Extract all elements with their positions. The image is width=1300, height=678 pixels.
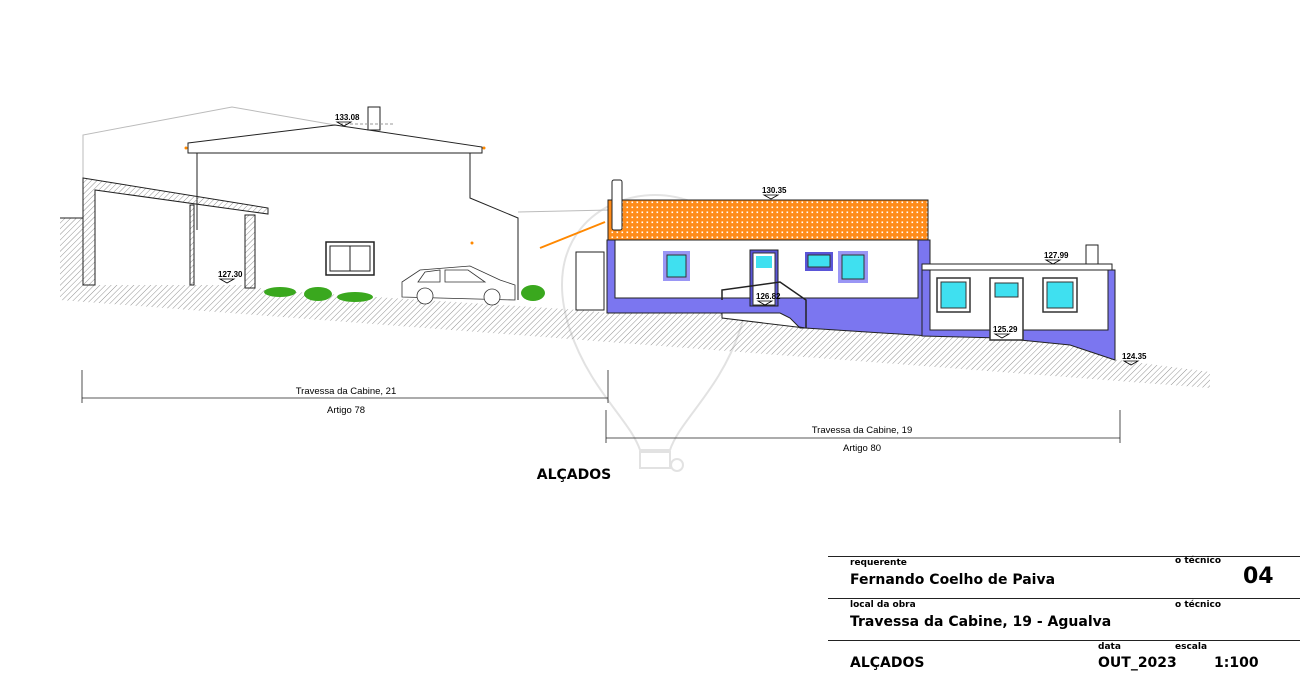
ground-hatch — [60, 218, 1210, 388]
neighbour-outline — [82, 106, 336, 178]
level-125: 125.29 — [993, 325, 1018, 334]
requerente-label: requerente — [850, 558, 907, 568]
designation-value: ALÇADOS — [850, 655, 925, 671]
dimension-street-19: Travessa da Cabine, 19 — [812, 425, 913, 436]
middle-house — [606, 179, 931, 337]
vegetation — [264, 285, 545, 302]
car-drawing — [401, 265, 516, 306]
roof-tiles — [607, 199, 929, 241]
garage — [82, 177, 269, 289]
level-markers: 133.08 127.30 130.35 126.82 127.99 125.2… — [218, 113, 1147, 366]
level-127-99: 127.99 — [1044, 251, 1069, 260]
dimension-lines — [81, 370, 1121, 443]
data-label: data — [1098, 642, 1121, 652]
sheet-number: 04 — [1243, 564, 1274, 589]
annex-house — [921, 244, 1116, 361]
drawing-title: ALÇADOS — [537, 467, 611, 483]
requerente-value: Fernando Coelho de Paiva — [850, 572, 1056, 588]
level-126: 126.82 — [756, 292, 781, 301]
left-house — [184, 106, 519, 300]
level-124: 124.35 — [1122, 352, 1147, 361]
dimension-artigo-78: Artigo 78 — [327, 405, 365, 416]
escala-value: 1:100 — [1214, 655, 1259, 671]
level-130: 130.35 — [762, 186, 787, 195]
tecnico-label-1: o técnico — [1175, 556, 1222, 566]
dimension-artigo-80: Artigo 80 — [843, 443, 881, 454]
data-value: OUT_2023 — [1098, 655, 1177, 671]
level-127-30: 127.30 — [218, 270, 243, 279]
dimension-street-21: Travessa da Cabine, 21 — [296, 386, 397, 397]
tecnico-label-2: o técnico — [1175, 600, 1222, 610]
local-label: local da obra — [850, 600, 916, 610]
level-133: 133.08 — [335, 113, 360, 122]
local-value: Travessa da Cabine, 19 - Agualva — [850, 614, 1112, 630]
escala-label: escala — [1175, 642, 1208, 652]
